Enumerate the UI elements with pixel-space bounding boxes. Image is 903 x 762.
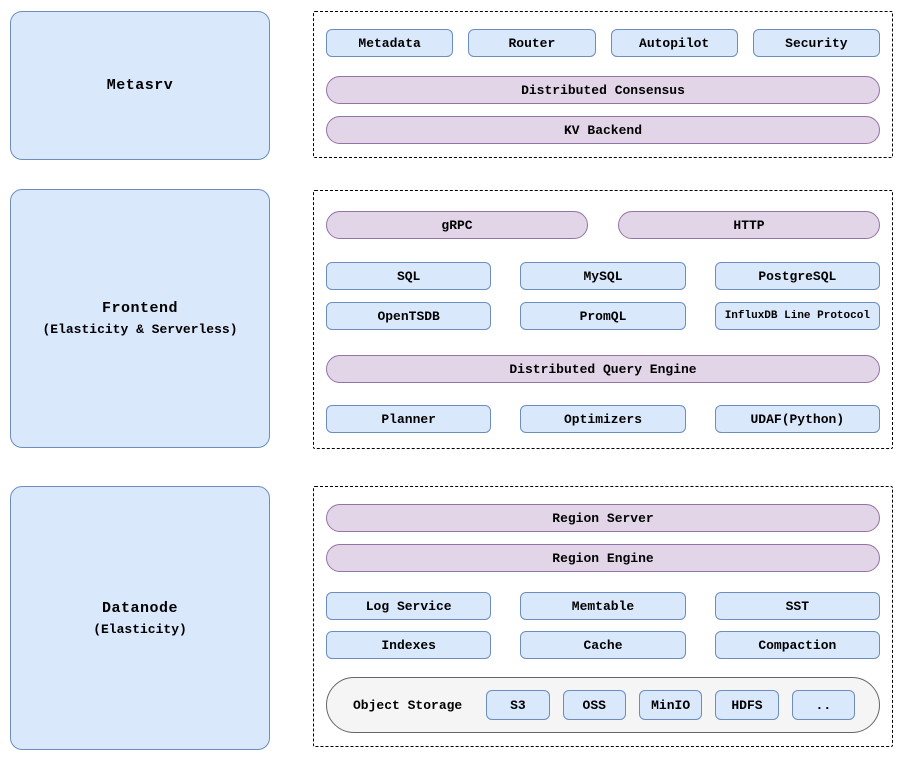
datanode-section-box: Datanode (Elasticity) xyxy=(10,486,270,750)
node-security: Security xyxy=(752,29,880,57)
node-log-service: Log Service xyxy=(326,592,492,620)
frontend-interfaces-row-2: OpenTSDB PromQL InfluxDB Line Protocol xyxy=(326,302,880,330)
frontend-protocols-row: gRPC HTTP xyxy=(326,211,880,239)
node-udaf-python: UDAF(Python) xyxy=(714,405,880,433)
node-cache: Cache xyxy=(520,631,686,659)
node-opentsdb: OpenTSDB xyxy=(326,302,492,330)
bar-distributed-query-engine: Distributed Query Engine xyxy=(326,355,880,383)
node-planner: Planner xyxy=(326,405,492,433)
datanode-components-row-1: Log Service Memtable SST xyxy=(326,592,880,620)
node-metadata: Metadata xyxy=(326,29,454,57)
node-promql: PromQL xyxy=(520,302,686,330)
bar-grpc: gRPC xyxy=(326,211,588,239)
node-indexes: Indexes xyxy=(326,631,492,659)
node-s3: S3 xyxy=(486,690,550,720)
bar-region-server: Region Server xyxy=(326,504,880,532)
frontend-panel: gRPC HTTP SQL MySQL PostgreSQL OpenTSDB … xyxy=(313,190,893,449)
metasrv-panel: Metadata Router Autopilot Security Distr… xyxy=(313,11,893,158)
frontend-engine-parts-row: Planner Optimizers UDAF(Python) xyxy=(326,405,880,433)
object-storage-backends: S3 OSS MinIO HDFS .. xyxy=(486,690,856,720)
node-compaction: Compaction xyxy=(714,631,880,659)
node-memtable: Memtable xyxy=(520,592,686,620)
node-sst: SST xyxy=(714,592,880,620)
metasrv-title: Metasrv xyxy=(106,77,174,94)
bar-kv-backend: KV Backend xyxy=(326,116,880,144)
node-minio: MinIO xyxy=(638,690,703,720)
frontend-section-box: Frontend (Elasticity & Serverless) xyxy=(10,189,270,448)
datanode-title: Datanode xyxy=(101,599,178,617)
frontend-subtitle: (Elasticity & Serverless) xyxy=(42,322,238,337)
frontend-title: Frontend xyxy=(101,300,178,317)
node-mysql: MySQL xyxy=(520,262,686,290)
node-router: Router xyxy=(468,29,596,57)
bar-region-engine: Region Engine xyxy=(326,544,880,572)
metasrv-section-box: Metasrv xyxy=(10,11,270,160)
bar-distributed-consensus: Distributed Consensus xyxy=(326,76,880,104)
node-more: .. xyxy=(791,690,856,720)
object-storage-label: Object Storage xyxy=(353,697,463,713)
datanode-panel: Region Server Region Engine Log Service … xyxy=(313,486,893,747)
node-influxdb-line-protocol: InfluxDB Line Protocol xyxy=(714,302,880,330)
bar-http: HTTP xyxy=(618,211,880,239)
datanode-subtitle: (Elasticity) xyxy=(93,621,187,637)
node-sql: SQL xyxy=(326,262,492,290)
frontend-interfaces-row-1: SQL MySQL PostgreSQL xyxy=(326,262,880,290)
node-postgresql: PostgreSQL xyxy=(714,262,880,290)
node-hdfs: HDFS xyxy=(715,690,779,720)
object-storage-container: Object Storage S3 OSS MinIO HDFS .. xyxy=(326,677,880,733)
metasrv-components-row: Metadata Router Autopilot Security xyxy=(326,29,880,57)
node-oss: OSS xyxy=(562,690,626,720)
node-autopilot: Autopilot xyxy=(610,29,738,57)
datanode-components-row-2: Indexes Cache Compaction xyxy=(326,631,880,659)
node-optimizers: Optimizers xyxy=(520,405,686,433)
